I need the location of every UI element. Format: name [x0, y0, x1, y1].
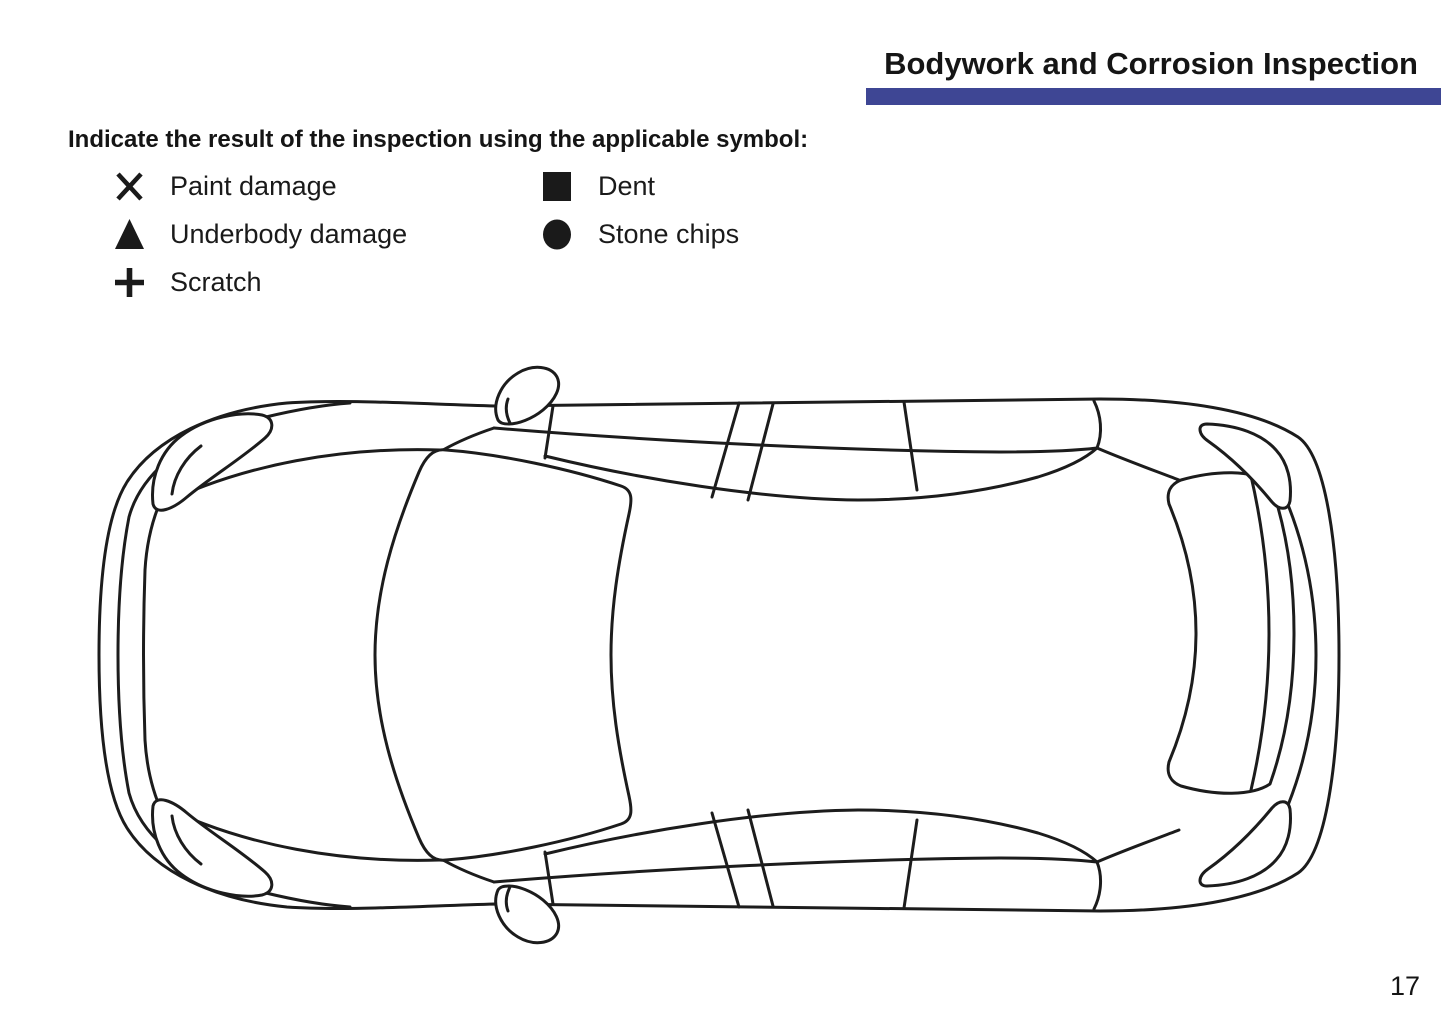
square-icon: [541, 171, 573, 202]
instruction-text: Indicate the result of the inspection us…: [68, 126, 809, 153]
plus-icon: [113, 267, 145, 298]
car-headlight-top-inner-line: [170, 444, 203, 496]
car-headlight-bottom: [151, 798, 274, 898]
car-beltline-top: [492, 426, 1099, 454]
car-c-pillar-divider-top: [902, 400, 919, 492]
car-mirror-top-stem: [504, 397, 512, 425]
car-c-pillar-divider-bottom: [902, 818, 919, 910]
legend-label-scratch: Scratch: [170, 267, 262, 297]
car-headlight-bottom-inner-line: [170, 814, 203, 866]
page-title: Bodywork and Corrosion Inspection: [884, 46, 1418, 81]
triangle-icon: [113, 219, 145, 250]
car-mirror-top: [494, 365, 561, 426]
car-drip-seam-top: [1095, 446, 1181, 482]
car-body-outline: [97, 397, 1341, 913]
car-apillar-seam-bottom: [441, 858, 496, 884]
legend-label-paint-damage: Paint damage: [170, 171, 337, 201]
car-side-glass-top: [543, 446, 1099, 502]
legend-label-stone-chips: Stone chips: [598, 219, 740, 249]
car-rear-window: [1166, 471, 1296, 795]
car-front-bumper-line: [116, 417, 245, 893]
car-b-pillar-divider-bottom-1: [710, 811, 741, 909]
legend-label-dent: Dent: [598, 171, 656, 201]
page-number: 17: [1389, 971, 1420, 1001]
car-rear-window-inner-line: [1249, 474, 1271, 792]
car-apillar-seam-top: [441, 426, 496, 452]
car-hatch-seam: [1259, 448, 1318, 862]
car-beltline-bottom: [492, 856, 1099, 884]
car-drip-seam-bottom: [1095, 828, 1181, 864]
x-mark-icon: [113, 171, 145, 202]
car-windshield: [373, 448, 633, 862]
title-underline-bar: [866, 88, 1441, 105]
car-c-pillar-end-top: [1092, 399, 1103, 450]
car-mirror-bottom: [494, 884, 561, 945]
legend-label-underbody-damage: Underbody damage: [170, 219, 408, 249]
car-b-pillar-divider-top-1: [710, 401, 741, 499]
circle-icon: [541, 219, 573, 250]
car-bumper-corner-seam-top: [264, 401, 352, 419]
car-a-pillar-divider-top: [543, 404, 555, 460]
car-bumper-corner-seam-bottom: [264, 891, 352, 909]
car-a-pillar-divider-bottom: [543, 850, 555, 906]
car-side-glass-bottom: [543, 808, 1099, 864]
car-b-pillar-divider-bottom-2: [746, 808, 775, 908]
car-taillight-bottom: [1198, 800, 1292, 888]
symbol-legend: Paint damage Dent Underbody damage Stone…: [113, 171, 739, 298]
car-headlight-top: [151, 412, 274, 512]
car-b-pillar-divider-top-2: [746, 402, 775, 502]
car-taillight-top: [1198, 422, 1292, 510]
car-mirror-bottom-stem: [504, 885, 512, 913]
car-c-pillar-end-bottom: [1092, 860, 1103, 911]
